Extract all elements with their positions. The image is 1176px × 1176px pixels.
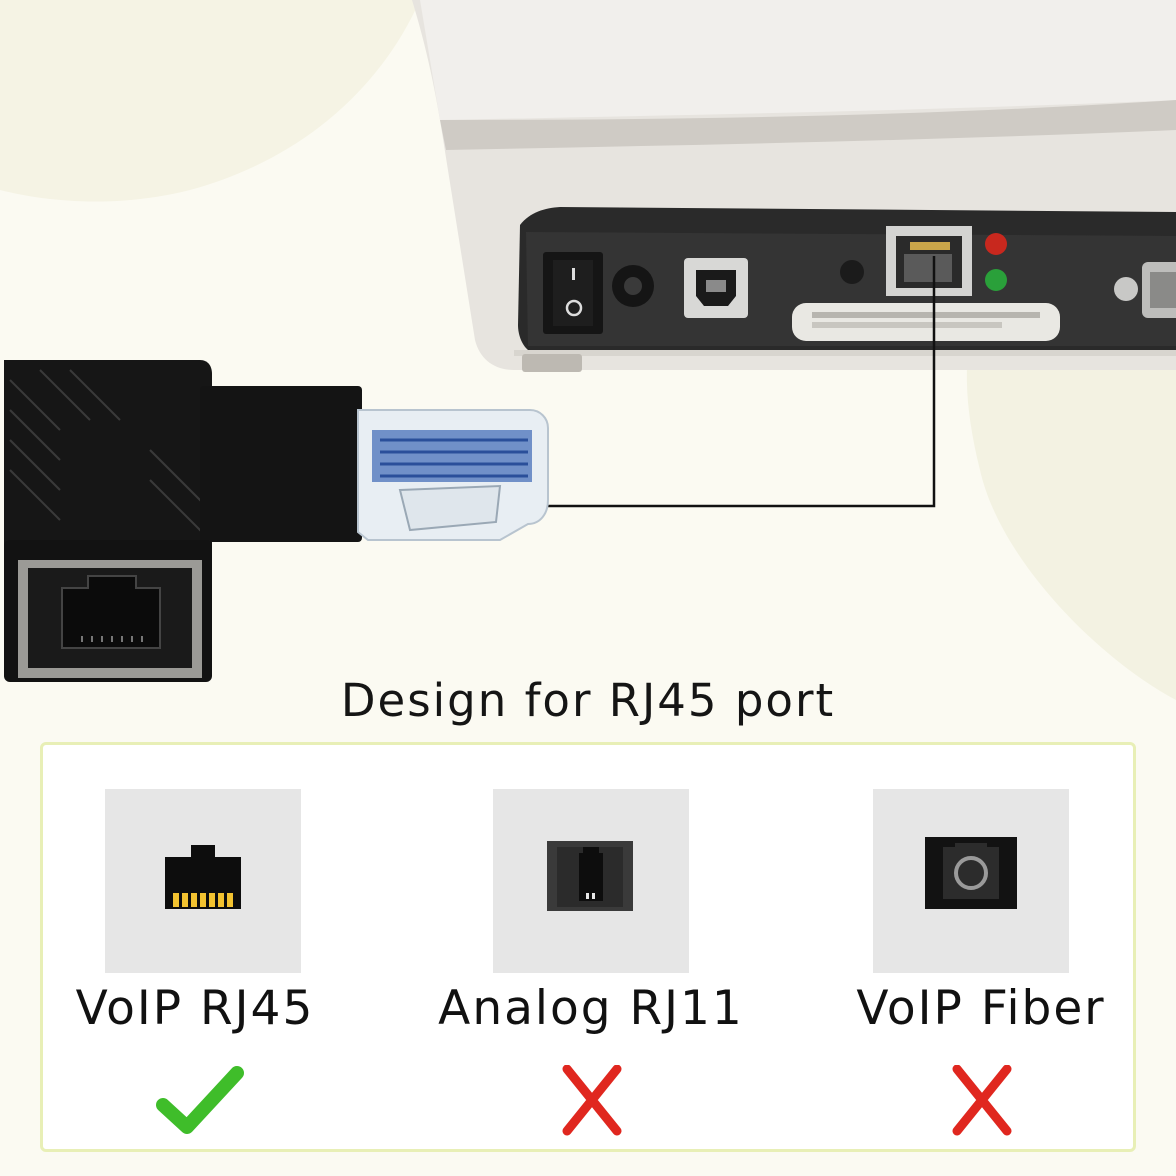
cross-icon <box>562 1065 622 1136</box>
rj45-port-card <box>105 789 301 973</box>
fiber-port-card <box>873 789 1069 973</box>
compatibility-panel: VoIP RJ45 Analog RJ11 VoIP Fiber <box>40 742 1136 1152</box>
cross-icon <box>952 1065 1012 1136</box>
rj11-port-icon <box>547 841 633 911</box>
check-icon <box>156 1066 244 1134</box>
option-label-rj45: VoIP RJ45 <box>75 981 315 1036</box>
option-label-fiber: VoIP Fiber <box>856 981 1106 1036</box>
fiber-port-icon <box>925 837 1017 909</box>
rj45-port-icon <box>165 845 241 909</box>
headline: Design for RJ45 port <box>340 674 836 727</box>
rj11-port-card <box>493 789 689 973</box>
rj45-plug <box>357 409 549 541</box>
option-label-rj11: Analog RJ11 <box>438 981 744 1036</box>
rj45-adapter <box>4 360 362 682</box>
printer <box>412 0 1176 372</box>
pointer-line <box>488 256 936 508</box>
